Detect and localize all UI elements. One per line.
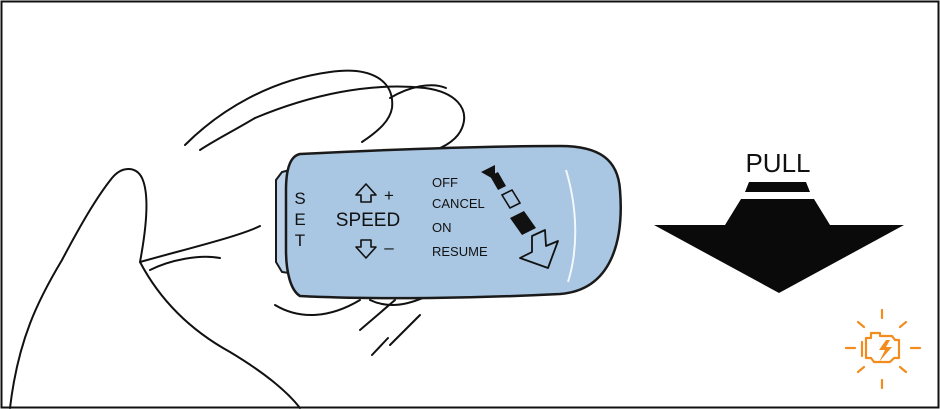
mode-resume: RESUME	[432, 244, 488, 259]
finger-under-3	[359, 299, 396, 331]
finger-index	[184, 69, 394, 146]
mode-on: ON	[432, 220, 452, 235]
set-letter-e: E	[294, 210, 305, 229]
finger-middle-tip	[389, 84, 447, 99]
engine-bolt	[879, 340, 892, 362]
speed-plus: +	[384, 186, 394, 205]
pull-arrow-icon	[654, 199, 904, 293]
set-letter-t: T	[295, 231, 305, 250]
pull-stripe	[745, 182, 810, 192]
off-bar	[490, 172, 506, 190]
set-letter-s: S	[294, 189, 305, 208]
engine-warning-icon	[844, 308, 922, 390]
finger-under-1	[274, 299, 361, 316]
finger-under-5	[371, 337, 389, 356]
speed-down-arrow-icon	[355, 239, 377, 259]
finger-middle	[254, 85, 466, 153]
finger-index-base	[199, 117, 256, 151]
speed-up-arrow-icon	[355, 183, 377, 203]
speed-label: SPEED	[336, 210, 400, 231]
cancel-indicator-icon	[500, 188, 522, 210]
cruise-control-stalk: S E T + SPEED – OFF CANCEL ON RESUME	[275, 144, 622, 300]
pull-label: PULL	[745, 148, 810, 178]
finger-under-4	[389, 314, 421, 346]
mode-cancel: CANCEL	[432, 196, 485, 211]
palm-crease	[149, 255, 221, 271]
resume-arrow-icon	[519, 229, 559, 269]
pull-indicator: PULL	[654, 148, 904, 293]
on-indicator-icon	[510, 211, 536, 235]
stalk-highlight	[565, 169, 577, 283]
palm-outline	[139, 261, 301, 409]
thumb-outline	[9, 168, 261, 409]
mode-off: OFF	[432, 175, 458, 190]
speed-minus: –	[384, 238, 394, 257]
